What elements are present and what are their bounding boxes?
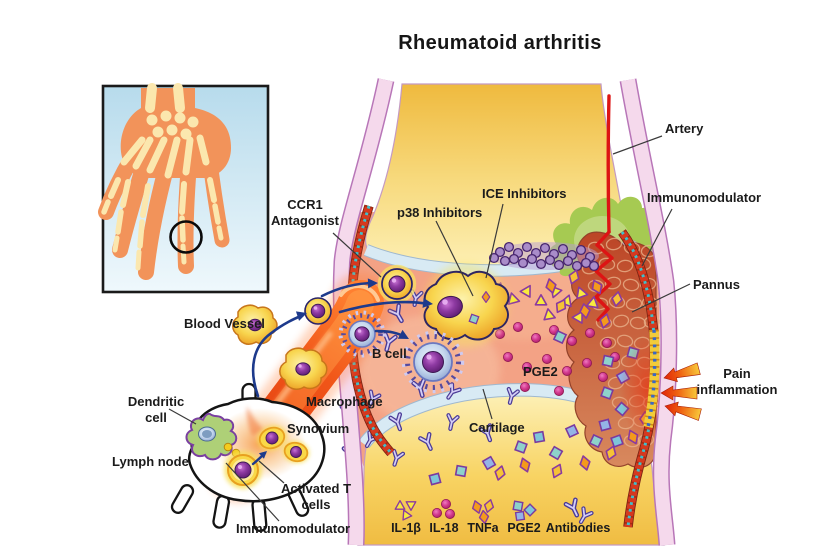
activated-macrophage — [423, 263, 510, 347]
b-cell-small — [338, 310, 386, 358]
lymph-node-graphic — [170, 382, 326, 533]
label-immunomodulator-bottom: Immunomodulator — [236, 521, 351, 536]
label-lymph-node: Lymph node — [112, 454, 189, 469]
label-ice-inhibitors: ICE Inhibitors — [482, 186, 567, 201]
leader-artery — [612, 135, 663, 155]
label-synovium: Synovium — [287, 421, 350, 436]
monocyte-in-cavity — [377, 264, 417, 304]
label-cartilage: Cartilage — [469, 420, 525, 435]
hand-bones — [101, 83, 224, 271]
leader-immunomodulator-right — [641, 208, 673, 267]
purple-cell-cluster — [488, 241, 600, 272]
leader-ice-inhibitors — [485, 203, 504, 279]
t-cell-mini-arrow — [251, 448, 270, 466]
macrophage-at-vessel-edge — [232, 304, 278, 345]
hand-inset — [98, 83, 270, 294]
carpal-bones — [146, 110, 199, 140]
legend-label-tnfa: TNFa — [467, 521, 499, 535]
label-blood-vessel: Blood Vessel — [184, 316, 265, 331]
label-macrophage: Macrophage — [306, 394, 383, 409]
leader-lines — [168, 135, 691, 522]
macrophage-in-vessel — [279, 347, 328, 390]
leader-cartilage — [482, 388, 493, 420]
leader-pannus — [631, 283, 691, 313]
legend-label-il18: IL-18 — [429, 521, 459, 535]
dendritic-cell-graphic — [185, 412, 238, 461]
b-cell-large — [401, 330, 465, 394]
leader-dendritic — [168, 408, 197, 425]
leader-immunomodulator-bottom — [225, 462, 280, 522]
label-pannus: Pannus — [693, 277, 740, 292]
affected-joint-circle — [169, 220, 203, 254]
artery-line — [594, 94, 614, 322]
synovium-lining — [347, 204, 660, 528]
label-pain-inflammation: Pain inflammation — [696, 366, 778, 397]
label-dendritic-cell: Dendritic cell — [127, 394, 185, 425]
label-ccr1-antagonist: CCR1 Antagonist — [271, 197, 339, 228]
legend-label-pge2: PGE2 — [507, 521, 541, 535]
monocyte-in-vessel — [304, 297, 332, 325]
leader-p38-inhibitors — [435, 220, 474, 297]
label-p38-inhibitors: p38 Inhibitors — [397, 205, 483, 220]
label-b-cell: B cell — [372, 346, 407, 361]
label-activated-t-cells: Activated T cells — [280, 481, 352, 512]
trafficking-arrows — [251, 278, 434, 398]
synovium-stripe-right — [618, 229, 660, 528]
page-title: Rheumatoid arthritis — [398, 32, 602, 54]
label-immunomodulator-right: Immunomodulator — [647, 190, 762, 205]
leader-activated-t — [258, 460, 285, 484]
activated-t-cell-graphics — [224, 425, 310, 489]
label-pge2: PGE2 — [523, 364, 558, 379]
legend-label-il1b: IL-1β — [391, 521, 421, 535]
immune-cells — [232, 263, 510, 394]
leader-ccr1 — [332, 232, 382, 278]
label-artery: Artery — [665, 121, 704, 136]
legend-label-antibodies: Antibodies — [545, 521, 611, 535]
